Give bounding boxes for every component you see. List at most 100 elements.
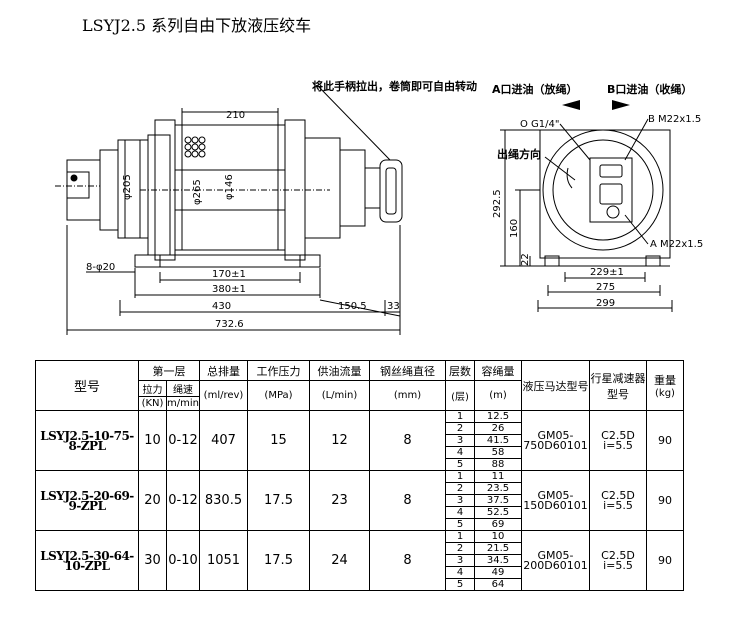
port-b-note: B口进油（收绳） <box>607 82 692 96</box>
cell-motor-line1: GM05- <box>537 428 574 442</box>
header-rope-dia-unit: (mm) <box>369 380 446 411</box>
cell-layer: 4 <box>445 506 475 519</box>
header-flow: 供油流量 <box>309 360 370 381</box>
cell-motor-line1: GM05- <box>537 488 574 502</box>
cell-displacement: 1051 <box>199 530 248 591</box>
cell-motor: GM05-200D60101 <box>521 530 590 591</box>
header-pull: 拉力 <box>138 380 167 397</box>
cell-gearbox-line2: i=5.5 <box>603 438 633 452</box>
cell-capacity: 52.5 <box>474 506 522 519</box>
cell-motor-line1: GM05- <box>537 548 574 562</box>
cell-capacity: 34.5 <box>474 554 522 567</box>
cell-layer: 5 <box>445 578 475 591</box>
header-motor: 液压马达型号 <box>521 360 590 411</box>
header-capacity-unit: (m) <box>474 380 522 411</box>
cell-pull: 20 <box>138 470 167 531</box>
cell-capacity: 49 <box>474 566 522 579</box>
cell-flow: 23 <box>309 470 370 531</box>
left-side-plate <box>147 134 171 256</box>
cell-gearbox-line1: C2.5D <box>601 428 635 442</box>
cell-speed: 0-12 <box>166 470 200 531</box>
cell-motor: GM05-750D60101 <box>521 410 590 471</box>
cell-capacity: 10 <box>474 530 522 543</box>
winch-technical-drawing: 将此手柄拉出，卷筒即可自由转动 210 φ205 φ265 φ146 8-φ20… <box>55 79 703 335</box>
cell-layer: 4 <box>445 566 475 579</box>
header-pressure-unit: (MPa) <box>247 380 310 411</box>
cell-capacity: 37.5 <box>474 494 522 507</box>
header-weight: 重量 (kg) <box>646 360 684 411</box>
cell-displacement: 830.5 <box>199 470 248 531</box>
header-model: 型号 <box>35 360 139 411</box>
port-b-label: B M22x1.5 <box>648 114 701 125</box>
header-layers: 层数 <box>445 360 475 381</box>
rope-direction-note: 出绳方向 <box>497 147 541 161</box>
header-displacement-unit: (ml/rev) <box>199 380 248 411</box>
header-first-layer: 第一层 <box>138 360 200 381</box>
header-weight-unit: (kg) <box>655 388 675 399</box>
header-pull-unit: (KN) <box>138 396 167 411</box>
cell-layer: 1 <box>445 470 475 483</box>
dim-33: 33 <box>387 301 400 312</box>
port-a-note: A口进油（放绳） <box>492 82 578 96</box>
header-displacement: 总排量 <box>199 360 248 381</box>
dim-275: 275 <box>596 282 615 293</box>
header-flow-unit: (L/min) <box>309 380 370 411</box>
cell-weight: 90 <box>646 410 684 471</box>
cell-layer: 2 <box>445 422 475 435</box>
cell-pressure: 15 <box>247 410 310 471</box>
free-spool-handle <box>379 159 403 223</box>
cell-gearbox-line2: i=5.5 <box>603 498 633 512</box>
dim-430: 430 <box>212 301 231 312</box>
cell-layer: 4 <box>445 446 475 459</box>
cell-capacity: 64 <box>474 578 522 591</box>
cell-capacity: 23.5 <box>474 482 522 495</box>
dim-holes: 8-φ20 <box>86 262 115 273</box>
dim-732-6: 732.6 <box>215 319 244 330</box>
cell-weight: 90 <box>646 530 684 591</box>
cell-motor-line2: 200D60101 <box>523 558 588 572</box>
cell-gearbox-line1: C2.5D <box>601 548 635 562</box>
cell-flow: 12 <box>309 410 370 471</box>
header-pressure: 工作压力 <box>247 360 310 381</box>
dim-170: 170±1 <box>212 269 246 280</box>
dim-phi146: φ146 <box>224 174 235 200</box>
cell-pull: 10 <box>138 410 167 471</box>
cell-motor-line2: 150D60101 <box>523 498 588 512</box>
cell-displacement: 407 <box>199 410 248 471</box>
cell-pressure: 17.5 <box>247 470 310 531</box>
cell-rope-dia: 8 <box>369 410 446 471</box>
cell-capacity: 41.5 <box>474 434 522 447</box>
cell-flow: 24 <box>309 530 370 591</box>
header-layers-unit: (层) <box>445 380 475 411</box>
base-plate <box>134 254 321 268</box>
cell-capacity: 12.5 <box>474 410 522 423</box>
page-title: LSYJ2.5 系列自由下放液压绞车 <box>82 16 312 35</box>
cell-capacity: 21.5 <box>474 542 522 555</box>
dim-292-5: 292.5 <box>492 189 503 218</box>
cell-rope-dia: 8 <box>369 470 446 531</box>
cell-motor-line2: 750D60101 <box>523 438 588 452</box>
cell-layer: 5 <box>445 518 475 531</box>
cell-model: LSYJ2.5-30-64-10-ZPL <box>35 530 139 591</box>
cell-layer: 3 <box>445 434 475 447</box>
cell-speed: 0-10 <box>166 530 200 591</box>
a-port-arrow-icon <box>562 100 580 110</box>
header-capacity: 容绳量 <box>474 360 522 381</box>
cell-layer: 3 <box>445 494 475 507</box>
cell-pull: 30 <box>138 530 167 591</box>
dim-380: 380±1 <box>212 284 246 295</box>
dim-229: 229±1 <box>590 267 624 278</box>
port-a-label: A M22x1.5 <box>650 239 703 250</box>
spec-table: 型号 第一层 总排量 工作压力 供油流量 钢丝绳直径 层数 容绳量 液压马达型号… <box>35 360 684 591</box>
cell-capacity: 88 <box>474 458 522 471</box>
cell-rope-dia: 8 <box>369 530 446 591</box>
cell-capacity: 11 <box>474 470 522 483</box>
